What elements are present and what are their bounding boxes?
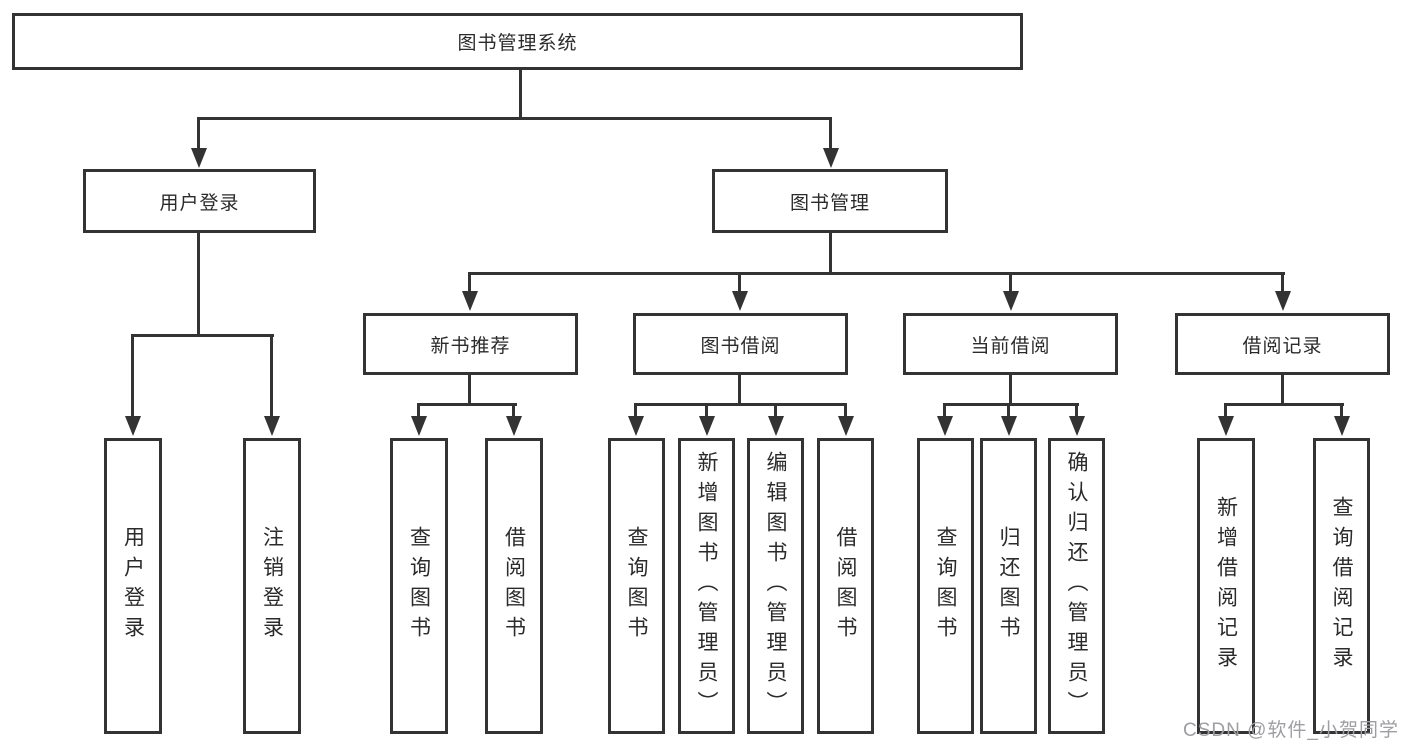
connector-line [468, 272, 1285, 275]
connector-line [197, 117, 200, 150]
leaf-query-books-recommend: 查询图书 [390, 438, 448, 734]
arrow-down-icon [699, 416, 715, 436]
connector-line [774, 403, 777, 416]
leaf-borrow-books-recommend: 借阅图书 [485, 438, 543, 734]
leaf-add-borrow-record: 新增借阅记录 [1197, 438, 1255, 734]
arrow-down-icon [191, 148, 207, 168]
connector-line [468, 375, 471, 406]
connector-line [519, 70, 522, 120]
leaf-return-books: 归还图书 [980, 438, 1037, 734]
arrow-down-icon [506, 416, 522, 436]
connector-line [131, 334, 274, 337]
connector-line [738, 272, 741, 293]
node-current-borrowing: 当前借阅 [903, 313, 1118, 375]
node-book-management: 图书管理 [712, 169, 948, 233]
arrow-down-icon [1001, 416, 1017, 436]
arrow-down-icon [1069, 416, 1085, 436]
connector-line [512, 403, 515, 416]
connector-line [131, 334, 134, 416]
connector-line [1009, 375, 1012, 406]
leaf-query-borrow-record: 查询借阅记录 [1313, 438, 1370, 734]
node-new-book-recommend: 新书推荐 [363, 313, 578, 375]
connector-line [197, 233, 200, 336]
leaf-add-book-admin: 新增图书（管理员） [678, 438, 735, 734]
leaf-borrow-books: 借阅图书 [817, 438, 874, 734]
arrow-down-icon [1003, 291, 1019, 311]
leaf-user-login: 用户登录 [104, 438, 162, 734]
connector-line [738, 375, 741, 406]
connector-line [417, 403, 517, 406]
connector-line [1340, 403, 1343, 416]
arrow-down-icon [264, 416, 280, 436]
connector-line [1281, 272, 1284, 293]
arrow-down-icon [823, 148, 839, 168]
arrow-down-icon [838, 416, 854, 436]
connector-line [705, 403, 708, 416]
arrow-down-icon [628, 416, 644, 436]
leaf-query-books-borrowing: 查询图书 [608, 438, 665, 734]
connector-line [1224, 403, 1344, 406]
arrow-down-icon [462, 291, 478, 311]
connector-line [417, 403, 420, 416]
connector-line [829, 117, 832, 150]
connector-line [197, 117, 832, 120]
arrow-down-icon [768, 416, 784, 436]
leaf-edit-book-admin: 编辑图书（管理员） [747, 438, 804, 734]
connector-line [1007, 403, 1010, 416]
connector-line [844, 403, 847, 416]
connector-line [1075, 403, 1078, 416]
arrow-down-icon [411, 416, 427, 436]
leaf-confirm-return-admin: 确认归还（管理员） [1048, 438, 1105, 734]
arrow-down-icon [937, 416, 953, 436]
connector-line [270, 334, 273, 416]
watermark: CSDN @软件_小贺同学 [1183, 720, 1399, 741]
arrow-down-icon [1218, 416, 1234, 436]
node-book-borrowing: 图书借阅 [633, 313, 848, 375]
arrow-down-icon [1275, 291, 1291, 311]
connector-line [634, 403, 847, 406]
arrow-down-icon [1334, 416, 1350, 436]
connector-line [943, 403, 946, 416]
connector-line [468, 272, 471, 293]
node-borrowing-records: 借阅记录 [1175, 313, 1390, 375]
connector-line [1224, 403, 1227, 416]
connector-line [1281, 375, 1284, 406]
connector-line [943, 403, 1079, 406]
node-user-login: 用户登录 [83, 169, 316, 233]
arrow-down-icon [125, 416, 141, 436]
arrow-down-icon [732, 291, 748, 311]
connector-line [829, 233, 832, 275]
leaf-query-books-current: 查询图书 [917, 438, 974, 734]
connector-line [1009, 272, 1012, 293]
leaf-logout: 注销登录 [243, 438, 301, 734]
connector-line [634, 403, 637, 416]
node-library-management-system: 图书管理系统 [12, 13, 1023, 70]
